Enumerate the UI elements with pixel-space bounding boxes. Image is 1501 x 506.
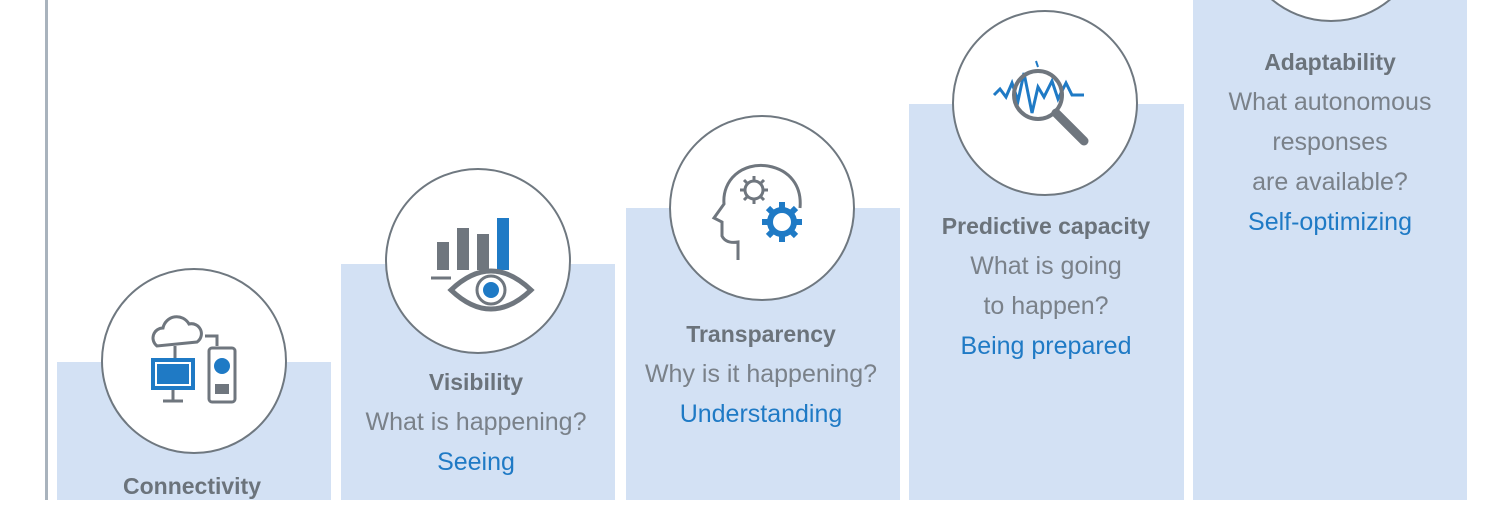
connected-devices-icon [101, 268, 287, 454]
stage-question-line-3: are available? [1252, 168, 1408, 196]
step-adaptability [1193, 0, 1467, 500]
stage-title: Adaptability [1264, 49, 1396, 75]
stage-text-visibility: Visibility What is happening? Seeing [341, 362, 611, 482]
stage-text-transparency: Transparency Why is it happening? Unders… [626, 314, 896, 434]
stage-answer: Being prepared [960, 332, 1132, 360]
stage-answer: Seeing [437, 448, 515, 476]
stage-title: Transparency [686, 321, 836, 347]
stage-question: What is happening? [365, 408, 587, 436]
stage-text-predictive-capacity: Predictive capacity What is going to hap… [911, 206, 1181, 366]
magnifier-signal-icon [952, 10, 1138, 196]
eye-chart-icon [385, 168, 571, 354]
stage-answer: Self-optimizing [1248, 208, 1412, 236]
stage-question-line-1: What is going [970, 252, 1122, 280]
head-gears-icon [669, 115, 855, 301]
left-border-line [45, 0, 48, 500]
stage-question-line-1: What autonomous [1228, 88, 1432, 116]
stage-title: Visibility [428, 369, 524, 395]
stage-title: Connectivity [122, 473, 262, 499]
stage-question: Why is it happening? [644, 360, 878, 388]
stage-answer: Understanding [679, 400, 843, 428]
stage-title: Predictive capacity [941, 213, 1151, 239]
stage-question-line-2: responses [1272, 128, 1388, 156]
stage-text-adaptability: Adaptability What autonomous responses a… [1195, 42, 1465, 242]
stage-question-line-2: to happen? [983, 292, 1109, 320]
stage-text-connectivity: Connectivity [57, 466, 327, 506]
